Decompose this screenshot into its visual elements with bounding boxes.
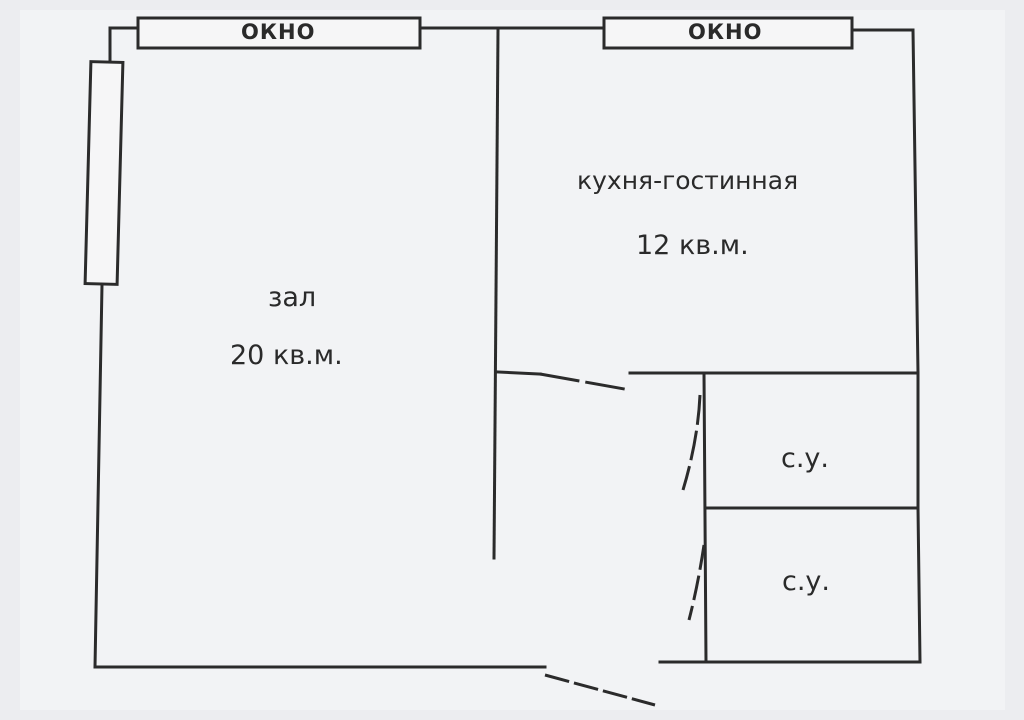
wall-corner-top-left: [108, 26, 140, 64]
partition-hall-kitchen: [492, 28, 500, 560]
kitchen-name: кухня-гостинная: [577, 166, 799, 195]
windows: [83, 16, 854, 286]
hall-area: 20 кв.м.: [230, 340, 343, 371]
partition-kitchen-bottom-left: [496, 370, 542, 376]
partition-bathrooms-left: [702, 371, 708, 664]
window-top-right: [602, 16, 854, 50]
door-kitchen: [539, 372, 631, 392]
window-label-left: ОКНО: [241, 20, 316, 44]
kitchen-area: 12 кв.м.: [636, 230, 749, 261]
bathroom-2-label: с.у.: [782, 566, 830, 597]
door-bathroom-1: [681, 394, 702, 491]
wall-right: [911, 28, 922, 664]
hall-name: зал: [268, 282, 317, 313]
doors: [539, 372, 706, 707]
sheet: [20, 10, 1005, 710]
walls: [93, 26, 922, 669]
window-top-left: [136, 16, 422, 50]
window-label-right: ОКНО: [688, 20, 763, 44]
window-left: [83, 60, 125, 286]
door-entrance: [544, 673, 656, 707]
bathroom-1-label: с.у.: [781, 443, 829, 474]
door-bathroom-2: [687, 544, 706, 621]
wall-left-bottom: [93, 283, 547, 669]
